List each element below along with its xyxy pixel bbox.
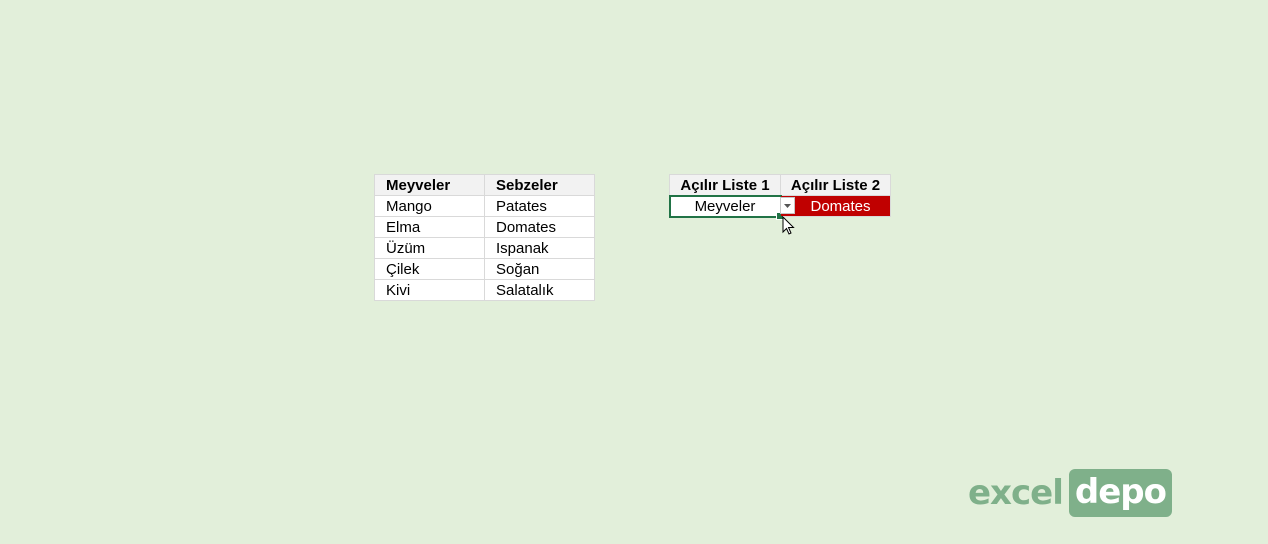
logo-excel-text: excel	[968, 473, 1064, 513]
table-row: Kivi Salatalık	[374, 279, 595, 301]
header-cell-list-2[interactable]: Açılır Liste 2	[780, 174, 891, 196]
cell[interactable]: Salatalık	[484, 279, 595, 301]
table-row: Çilek Soğan	[374, 258, 595, 280]
cell[interactable]: Mango	[374, 195, 485, 217]
dropdown-list-1-cell[interactable]: Meyveler	[668, 194, 784, 220]
logo-depo-text: depo	[1068, 469, 1172, 517]
exceldepo-logo: excel depo	[968, 469, 1172, 517]
cell[interactable]: Kivi	[374, 279, 485, 301]
header-row: Meyveler Sebzeler	[374, 174, 595, 196]
chevron-down-icon	[784, 203, 791, 208]
dropdown-button[interactable]	[780, 197, 795, 214]
header-row: Açılır Liste 1 Açılır Liste 2	[669, 174, 891, 196]
mouse-pointer-icon	[782, 216, 795, 235]
cell[interactable]: Çilek	[374, 258, 485, 280]
table-row: Üzüm Ispanak	[374, 237, 595, 259]
header-cell-meyveler[interactable]: Meyveler	[374, 174, 485, 196]
header-cell-sebzeler[interactable]: Sebzeler	[484, 174, 595, 196]
source-table: Meyveler Sebzeler Mango Patates Elma Dom…	[374, 174, 595, 301]
cell[interactable]: Soğan	[484, 258, 595, 280]
cell[interactable]: Elma	[374, 216, 485, 238]
table-row: Meyveler Domates	[668, 194, 891, 220]
header-cell-list-1[interactable]: Açılır Liste 1	[669, 174, 781, 196]
table-row: Mango Patates	[374, 195, 595, 217]
dropdown-list-2-cell[interactable]: Domates	[780, 195, 891, 217]
dropdown-list-2-value: Domates	[810, 197, 871, 215]
cell[interactable]: Patates	[484, 195, 595, 217]
dropdown-table: Açılır Liste 1 Açılır Liste 2 Meyveler D…	[668, 174, 891, 220]
table-row: Elma Domates	[374, 216, 595, 238]
cell[interactable]: Domates	[484, 216, 595, 238]
dropdown-list-1-value: Meyveler	[694, 197, 756, 215]
cell[interactable]: Ispanak	[484, 237, 595, 259]
cell[interactable]: Üzüm	[374, 237, 485, 259]
